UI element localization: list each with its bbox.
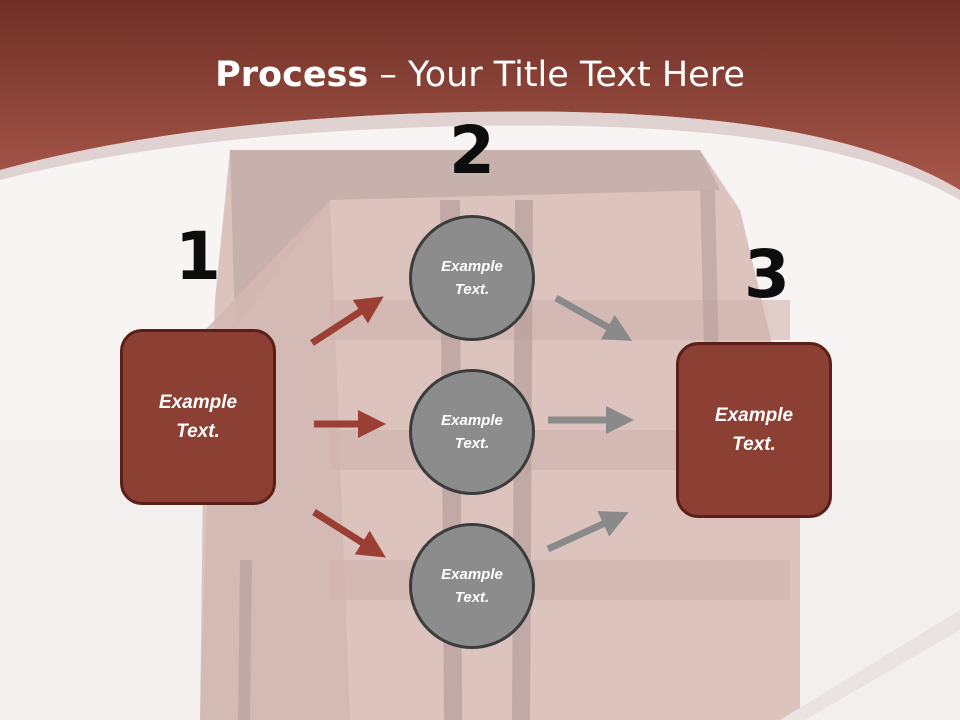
left-box-label: Example Text. [158,392,238,442]
step-number-3: 3 [744,236,790,313]
step-number-2: 2 [449,112,495,189]
bottom-circle: Example Text. [409,523,535,649]
middle-circle: Example Text. [409,369,535,495]
top-circle: Example Text. [409,215,535,341]
right-box-label: Example Text. [714,405,794,455]
top-circle-label: Example Text. [441,258,503,298]
arrow-bottom-to-right [546,511,629,553]
title-bold: Process [215,55,369,95]
arrow-left-to-bottom [312,509,386,558]
arrow-left-to-top [310,296,384,346]
arrow-top-to-right [554,294,633,341]
step-number-1: 1 [175,218,221,295]
title-rest: – Your Title Text Here [368,55,745,95]
left-step-box: Example Text. [120,329,276,505]
bottom-circle-label: Example Text. [441,566,503,606]
right-step-box: Example Text. [676,342,832,518]
middle-circle-label: Example Text. [441,412,503,452]
slide-title: Process – Your Title Text Here [0,52,960,98]
